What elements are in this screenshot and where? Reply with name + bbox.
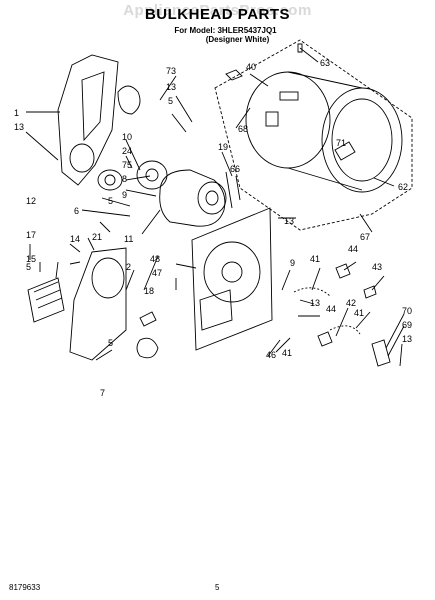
- callout-label: 47: [152, 268, 162, 278]
- callout-label: 46: [266, 350, 276, 360]
- drum-dashed-outline: [214, 39, 413, 231]
- motor-part: [159, 169, 227, 227]
- front-cover-part: [69, 247, 127, 361]
- rod-19: [225, 171, 233, 209]
- callout-label: 43: [372, 262, 382, 272]
- part-63: [297, 43, 303, 53]
- callout-label: 73: [166, 66, 176, 76]
- callout-label: 17: [26, 230, 36, 240]
- harness-18: [136, 337, 159, 359]
- callout-label: 24: [122, 146, 132, 156]
- callout-label: 8: [122, 174, 127, 184]
- callout-label: 69: [402, 320, 412, 330]
- callout-label: 62: [398, 182, 408, 192]
- callout-label: 18: [144, 286, 154, 296]
- callout-label: 68: [238, 124, 248, 134]
- callout-label: 5: [108, 196, 113, 206]
- callout-label: 44: [326, 304, 336, 314]
- callout-label: 67: [360, 232, 370, 242]
- callout-label: 75: [122, 160, 132, 170]
- callout-label: 44: [348, 244, 358, 254]
- callout-label: 1: [14, 108, 19, 118]
- callout-label: 63: [320, 58, 330, 68]
- callout-label: 11: [124, 234, 133, 244]
- callout-label: 2: [126, 262, 131, 272]
- callout-label: 41: [354, 308, 364, 318]
- rear-duct-part: [57, 54, 119, 186]
- callout-label: 10: [122, 132, 132, 142]
- callout-label: 13: [284, 216, 294, 226]
- callout-label: 13: [166, 82, 176, 92]
- drum-part: [245, 71, 403, 193]
- callout-label: 71: [336, 138, 346, 148]
- callout-label: 40: [246, 62, 256, 72]
- callout-label: 41: [310, 254, 320, 264]
- blower-wheel: [136, 160, 168, 190]
- callout-label: 19: [218, 142, 228, 152]
- part-70-69: [371, 339, 391, 367]
- callout-label: 5: [26, 262, 31, 272]
- color-line: (Designer White): [205, 35, 270, 44]
- part-40: [225, 69, 243, 81]
- diagram-title: BULKHEAD PARTS: [144, 6, 291, 23]
- callout-label: 13: [14, 122, 24, 132]
- callout-label: 9: [122, 190, 127, 200]
- callout-label: 14: [70, 234, 80, 244]
- pulley-75: [97, 169, 123, 191]
- watermark: AppliancePartsPros.com: [123, 2, 312, 19]
- callout-label: 15: [26, 254, 36, 264]
- document-number: 8179633: [9, 583, 41, 592]
- callout-label: 66: [230, 164, 240, 174]
- callout-label: 13: [310, 298, 320, 308]
- callout-label: 6: [74, 206, 79, 216]
- callout-label: 13: [402, 334, 412, 344]
- lint-filter-part: [27, 277, 65, 323]
- seal-73: [117, 85, 141, 115]
- callout-label: 21: [92, 232, 102, 242]
- callout-label: 41: [282, 348, 292, 358]
- callout-label: 12: [26, 196, 36, 206]
- callout-label: 5: [168, 96, 173, 106]
- callout-label: 48: [150, 254, 160, 264]
- callout-label: 7: [100, 388, 105, 398]
- callout-label: 70: [402, 306, 412, 316]
- page-number: 5: [215, 583, 220, 592]
- front-bulkhead-panel: [191, 207, 273, 351]
- idler-pulley-44: [335, 263, 351, 279]
- callout-label: 42: [346, 298, 356, 308]
- callout-label: 9: [290, 258, 295, 268]
- callout-label: 5: [108, 338, 113, 348]
- part-44b: [317, 331, 333, 347]
- wire-41b: [329, 325, 361, 335]
- part-43: [363, 285, 377, 299]
- model-line: For Model: 3HLER5437JQ1: [174, 26, 277, 35]
